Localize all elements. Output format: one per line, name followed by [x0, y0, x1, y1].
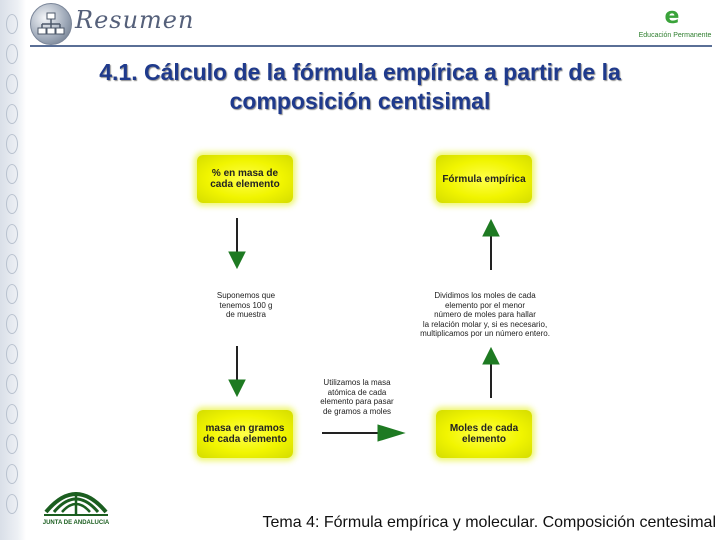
note-line: elemento por el menor: [444, 300, 526, 310]
resumen-icon: [30, 3, 72, 45]
note-atomic-mass: Utilizamos la masa atómica de cada eleme…: [312, 378, 402, 416]
junta-andalucia-text: JUNTA DE ANDALUCIA: [42, 520, 110, 526]
ring-decoration: [6, 74, 18, 94]
ring-decoration: [6, 374, 18, 394]
ring-decoration: [6, 284, 18, 304]
ring-decoration: [6, 224, 18, 244]
note-line: multiplicamos por un número entero.: [420, 329, 550, 338]
note-line: tenemos 100 g: [219, 300, 273, 310]
note-line: atómica de cada: [327, 387, 387, 397]
ring-decoration: [6, 44, 18, 64]
box-percent-mass: % en masa de cada elemento: [197, 155, 293, 203]
note-line: Dividimos los moles de cada: [434, 291, 536, 300]
note-line: de gramos a moles: [322, 406, 392, 416]
ring-decoration: [6, 494, 18, 514]
arrow-up-upper: [482, 218, 500, 270]
ring-decoration: [6, 194, 18, 214]
educacion-permanente-logo: e Educación Permanente: [636, 4, 714, 44]
ring-decoration: [6, 14, 18, 34]
ring-decoration: [6, 314, 18, 334]
arrow-down-upper: [228, 218, 246, 270]
footer-topic: Tema 4: Fórmula empírica y molecular. Co…: [262, 514, 717, 531]
ring-decoration: [6, 434, 18, 454]
ring-decoration: [6, 134, 18, 154]
note-assume-100g: Suponemos que tenemos 100 g de muestra: [196, 291, 296, 320]
note-line: Utilizamos la masa: [323, 378, 391, 387]
note-line: la relación molar y, si es necesario,: [422, 319, 548, 329]
slide-title-line-2: composición centisimal: [229, 88, 491, 114]
arrow-up-lower: [482, 346, 500, 398]
note-line: de muestra: [225, 310, 267, 319]
slide-title-line-1: 4.1. Cálculo de la fórmula empírica a pa…: [99, 59, 621, 85]
ring-decoration: [6, 344, 18, 364]
junta-andalucia-logo: JUNTA DE ANDALUCIA: [36, 478, 116, 530]
ring-decoration: [6, 104, 18, 124]
slide-title: 4.1. Cálculo de la fórmula empírica a pa…: [30, 58, 690, 116]
note-line: elemento para pasar: [320, 397, 394, 406]
ring-decoration: [6, 464, 18, 484]
e-logo-icon: e: [664, 4, 680, 29]
ring-decoration: [6, 164, 18, 184]
box-empirical-formula: Fórmula empírica: [436, 155, 532, 203]
org-chart-icon: [37, 12, 65, 35]
ring-decoration: [6, 254, 18, 274]
decorative-side-strip: [0, 0, 26, 540]
header-divider: [30, 45, 712, 47]
note-line: número de moles para hallar: [434, 310, 536, 319]
note-divide-moles: Dividimos los moles de cada elemento por…: [405, 291, 565, 339]
junta-andalucia-emblem-icon: [44, 492, 108, 516]
arrow-down-lower: [228, 346, 246, 398]
note-line: Suponemos que: [216, 291, 276, 300]
section-label: Resumen: [75, 6, 195, 34]
brand-text: Educación Permanente: [638, 32, 712, 39]
box-grams-mass: masa en gramos de cada elemento: [197, 410, 293, 458]
ring-decoration: [6, 404, 18, 424]
box-moles: Moles de cada elemento: [436, 410, 532, 458]
arrow-right: [322, 424, 406, 442]
